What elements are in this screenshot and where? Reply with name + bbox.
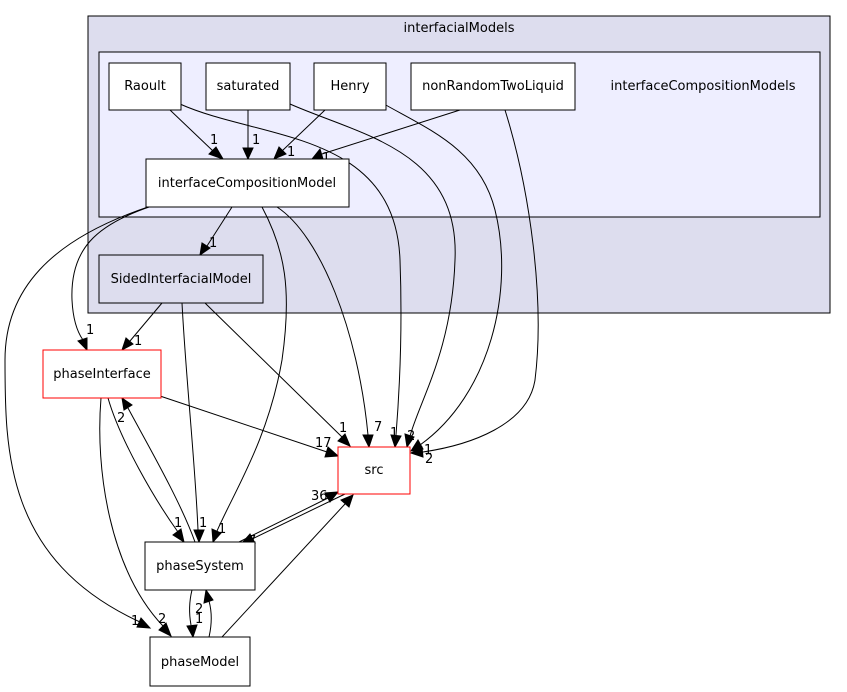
arrowhead bbox=[77, 337, 88, 352]
node-saturated[interactable]: saturated bbox=[205, 62, 291, 111]
edge-label-phase-model-to-phase-system: 2 bbox=[195, 602, 203, 617]
arrowhead bbox=[172, 528, 185, 544]
arrowhead bbox=[158, 622, 172, 638]
edge-raoult-to-src[interactable] bbox=[179, 103, 402, 436]
edge-icm-to-phase-system[interactable] bbox=[216, 206, 287, 532]
edge-label-raoult-to-icm: 1 bbox=[210, 133, 218, 148]
node-phase-system-label: phaseSystem bbox=[156, 559, 244, 574]
edge-label-saturated-to-icm: 1 bbox=[252, 133, 260, 148]
arrowhead bbox=[362, 434, 374, 449]
edge-label-nrtl-to-src: 2 bbox=[425, 452, 433, 467]
edge-sided-to-src[interactable] bbox=[204, 302, 343, 438]
edge-label-phase-system-to-src: 36 bbox=[311, 489, 328, 504]
edge-label-phase-interface-to-phase-model: 2 bbox=[158, 612, 166, 627]
arrowhead bbox=[273, 146, 287, 160]
node-interface-composition-model-label: interfaceCompositionModel bbox=[158, 176, 336, 191]
edge-nrtl-to-icm[interactable] bbox=[321, 109, 461, 155]
node-phase-interface-label: phaseInterface bbox=[53, 367, 150, 382]
arrowhead bbox=[211, 528, 222, 544]
arrowhead bbox=[340, 494, 354, 508]
node-henry-label: Henry bbox=[330, 79, 369, 94]
edge-label-henry-to-src: 1 bbox=[424, 443, 432, 458]
edge-saturated-to-src[interactable] bbox=[289, 103, 456, 437]
edge-raoult-to-icm[interactable] bbox=[169, 109, 214, 152]
edge-label-sided-to-src: 1 bbox=[339, 421, 347, 436]
node-henry[interactable]: Henry bbox=[313, 62, 387, 111]
arrowhead bbox=[193, 529, 205, 544]
edge-label-phase-interface-to-src: 17 bbox=[315, 436, 332, 451]
node-raoult-label: Raoult bbox=[124, 79, 166, 94]
arrowhead bbox=[203, 588, 214, 604]
arrowhead bbox=[121, 337, 134, 352]
edge-label-sided-to-phase-interface: 1 bbox=[134, 334, 142, 349]
arrowhead bbox=[208, 146, 225, 160]
edge-label-icm-to-sided: 1 bbox=[209, 236, 217, 251]
node-saturated-label: saturated bbox=[217, 79, 280, 94]
edge-label-icm-to-src: 7 bbox=[374, 420, 382, 435]
node-src[interactable]: src bbox=[337, 446, 411, 495]
arrowhead bbox=[337, 433, 351, 447]
edge-henry-to-src[interactable] bbox=[383, 103, 503, 446]
node-phase-interface[interactable]: phaseInterface bbox=[42, 349, 162, 399]
edge-sided-to-phase-interface[interactable] bbox=[129, 302, 163, 342]
node-phase-system[interactable]: phaseSystem bbox=[144, 541, 256, 591]
edge-phase-interface-to-phase-model[interactable] bbox=[99, 397, 164, 627]
edge-phase-system-to-src[interactable] bbox=[236, 497, 329, 544]
node-non-random-two-liquid-label: nonRandomTwoLiquid bbox=[422, 79, 564, 94]
edge-icm-to-sided[interactable] bbox=[206, 206, 233, 247]
node-sided-interfacial-model-label: SidedInterfacialModel bbox=[111, 272, 252, 287]
edge-label-sided-to-phase-system: 1 bbox=[199, 516, 207, 531]
arrowhead bbox=[324, 491, 340, 503]
node-non-random-two-liquid[interactable]: nonRandomTwoLiquid bbox=[410, 62, 576, 111]
edge-label-saturated-to-src: 2 bbox=[407, 429, 415, 444]
edge-label-raoult-to-src: 1 bbox=[390, 426, 398, 441]
cluster-interface-composition-models-title: interfaceCompositionModels bbox=[611, 79, 796, 94]
cluster-interfacial-models-title: interfacialModels bbox=[404, 21, 515, 36]
edge-phase-system-to-phase-model[interactable] bbox=[189, 589, 193, 626]
arrowhead bbox=[390, 434, 402, 449]
edges: 1 1 1 1 1 1 1 7 1 2 bbox=[4, 103, 539, 639]
node-raoult[interactable]: Raoult bbox=[108, 62, 182, 111]
edge-phase-system-to-phase-interface[interactable] bbox=[127, 407, 196, 543]
edge-label-phase-system-to-phase-model: 1 bbox=[195, 612, 203, 627]
arrowhead bbox=[186, 624, 198, 639]
arrowhead bbox=[409, 446, 424, 458]
edge-icm-to-phase-model[interactable] bbox=[4, 206, 149, 623]
arrowhead bbox=[199, 242, 211, 257]
arrowhead bbox=[404, 433, 415, 449]
edge-label-henry-to-icm: 1 bbox=[287, 145, 295, 160]
edge-henry-to-icm[interactable] bbox=[281, 109, 326, 152]
arrowhead bbox=[324, 446, 340, 458]
edge-icm-to-phase-interface[interactable] bbox=[71, 205, 153, 341]
node-phase-model[interactable]: phaseModel bbox=[149, 636, 251, 687]
edge-sided-to-phase-system[interactable] bbox=[181, 302, 199, 531]
edge-label-icm-to-phase-interface: 1 bbox=[86, 323, 94, 338]
edge-nrtl-to-src[interactable] bbox=[422, 109, 539, 453]
edge-label-phase-interface-to-phase-system: 1 bbox=[174, 516, 182, 531]
node-interface-composition-model[interactable]: interfaceCompositionModel bbox=[145, 158, 350, 208]
arrowhead bbox=[242, 147, 254, 161]
edge-phase-model-to-src[interactable] bbox=[221, 503, 346, 638]
arrowhead bbox=[136, 617, 152, 629]
edge-phase-interface-to-phase-system[interactable] bbox=[107, 397, 179, 533]
edge-label-phase-system-to-phase-interface: 2 bbox=[117, 411, 125, 426]
edge-src-to-phase-system[interactable] bbox=[251, 493, 346, 540]
edge-phase-model-to-phase-system[interactable] bbox=[208, 600, 212, 638]
node-src-label: src bbox=[365, 463, 384, 478]
arrowhead bbox=[121, 396, 133, 411]
node-sided-interfacial-model[interactable]: SidedInterfacialModel bbox=[98, 254, 264, 304]
edge-label-icm-to-phase-system: 1 bbox=[218, 522, 226, 537]
edge-label-icm-to-phase-model: 1 bbox=[131, 614, 139, 629]
edge-phase-interface-to-src[interactable] bbox=[159, 395, 328, 453]
edge-icm-to-src[interactable] bbox=[276, 206, 369, 436]
node-phase-model-label: phaseModel bbox=[161, 655, 239, 670]
